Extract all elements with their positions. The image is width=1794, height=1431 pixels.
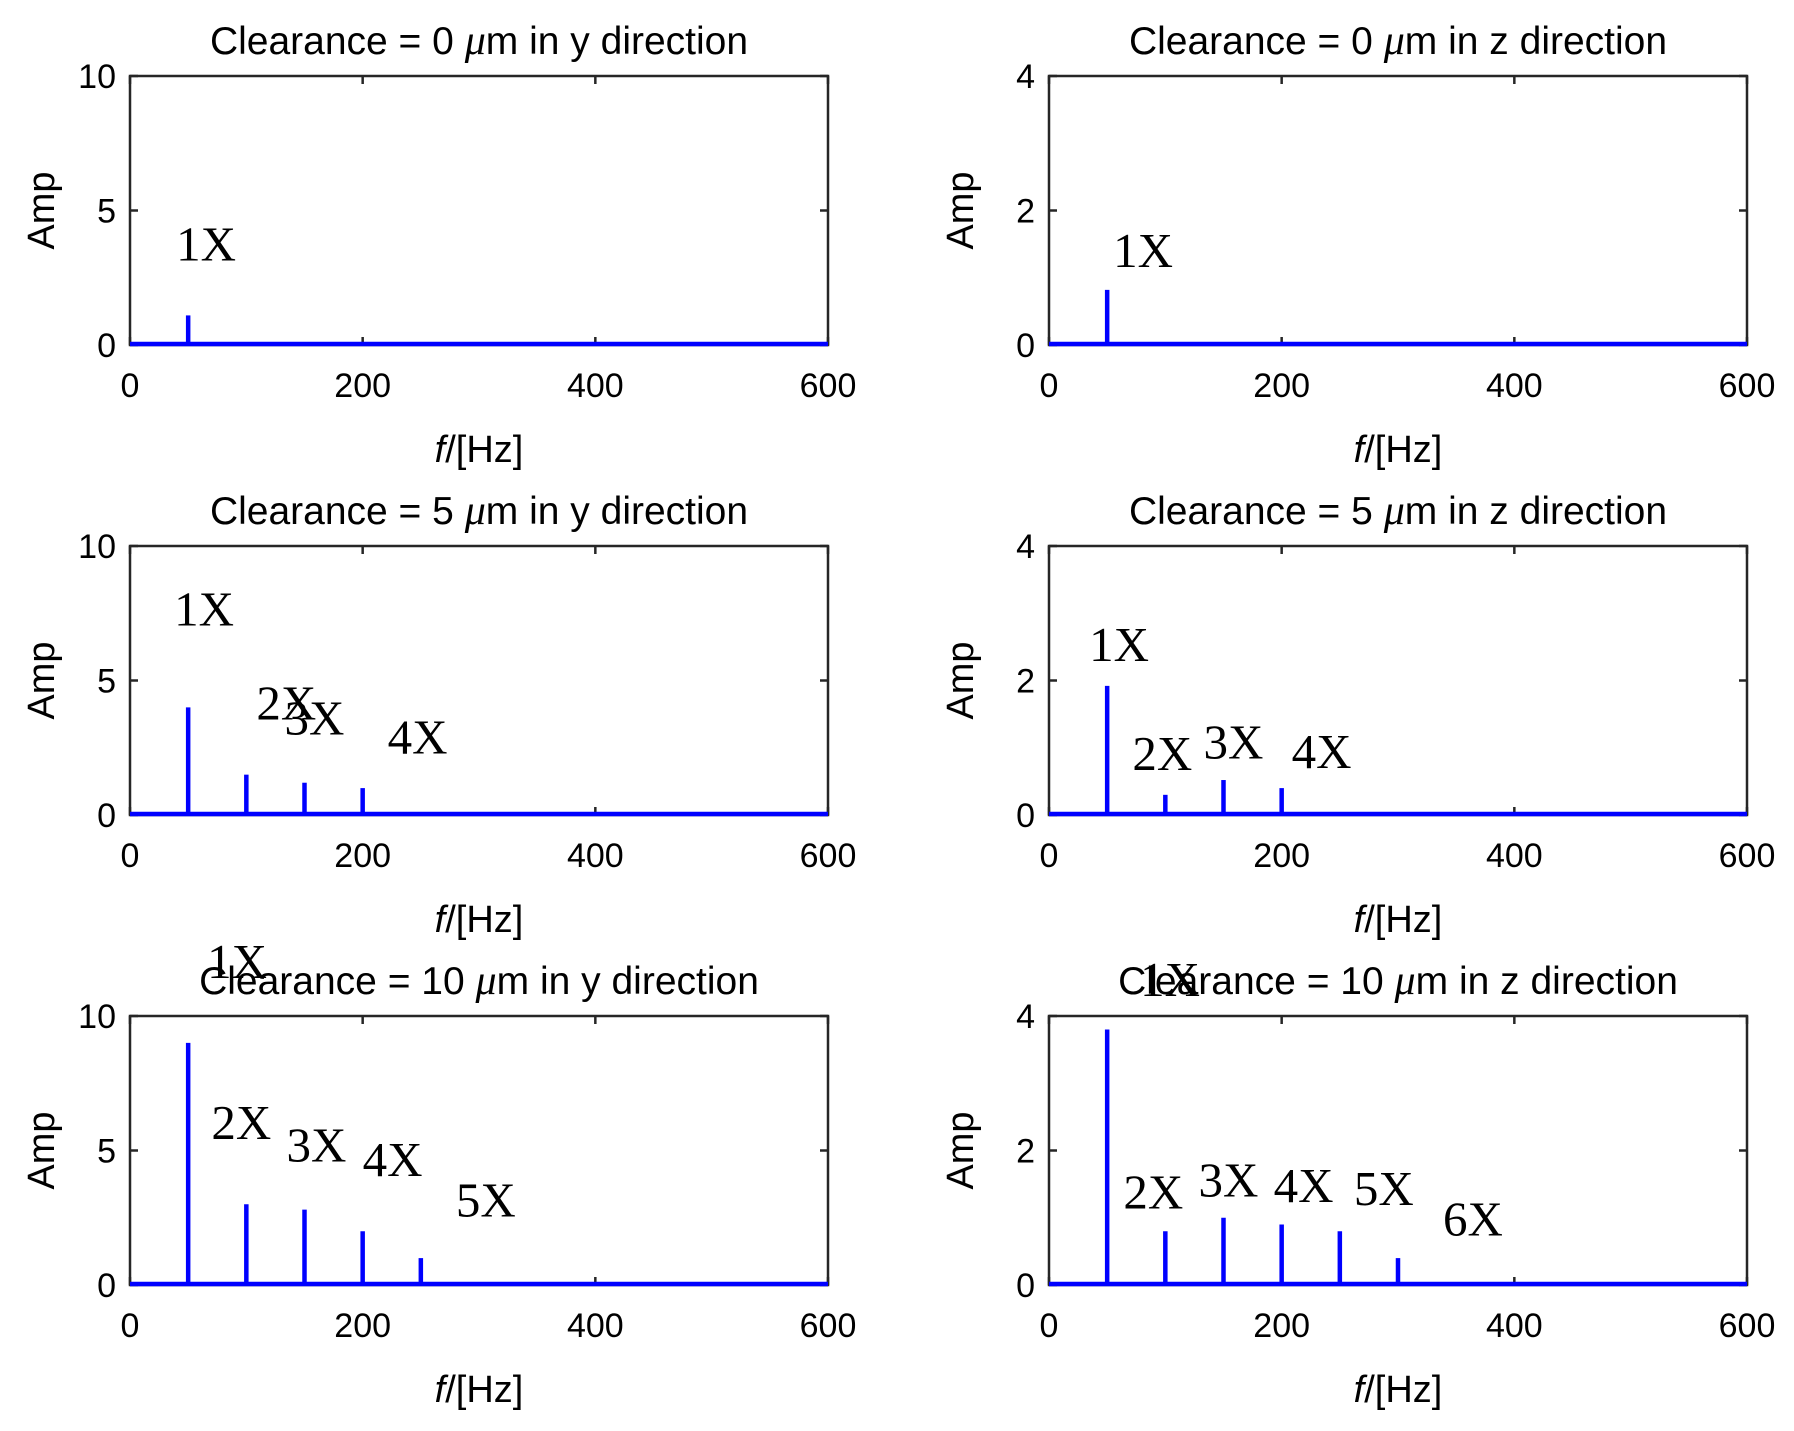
panel-6: 0 200 400 600 0 2 4 1X 2X 3X 4X 5X 6X Clearance = 10 … (940, 952, 1775, 1411)
x-tick-label: 0 (121, 367, 140, 405)
x-axis-label: f/[Hz] (1354, 1369, 1443, 1411)
x-axis-label: f/[Hz] (435, 899, 524, 941)
harmonic-label: 4X (363, 1132, 423, 1187)
harmonic-label: 4X (1292, 724, 1352, 779)
harmonic-label: 2X (1123, 1164, 1183, 1219)
y-axis-label: Amp (940, 171, 982, 249)
x-tick-label: 0 (1040, 367, 1059, 405)
y-tick-label: 0 (97, 1267, 116, 1305)
y-tick-label: 2 (1016, 663, 1035, 701)
x-tick-label: 400 (1486, 1307, 1543, 1345)
harmonic-label: 3X (285, 690, 345, 745)
panel-1: 0 200 400 600 0 5 10 1X Clearance = 0 μm in y di… (21, 18, 856, 471)
y-tick-label: 2 (1016, 193, 1035, 231)
harmonic-label: 2X (211, 1095, 271, 1150)
y-tick-label: 0 (1016, 797, 1035, 835)
y-tick-label: 5 (97, 1133, 116, 1171)
harmonic-label: 4X (1274, 1158, 1334, 1213)
y-tick-label: 4 (1016, 998, 1035, 1036)
harmonic-label: 3X (1199, 1152, 1259, 1207)
panel-title: Clearance = 5 μm in z direction (1129, 488, 1667, 534)
x-axis-label: f/[Hz] (435, 429, 524, 471)
y-tick-label: 0 (1016, 1267, 1035, 1305)
y-tick-label: 10 (78, 58, 116, 96)
x-tick-label: 200 (1253, 837, 1310, 875)
harmonic-label: 1X (207, 934, 267, 989)
plot-frame (1047, 74, 1749, 347)
x-tick-label: 200 (334, 367, 391, 405)
x-tick-label: 600 (1719, 1307, 1776, 1345)
x-tick-label: 600 (800, 367, 857, 405)
harmonic-label: 3X (1204, 715, 1264, 770)
x-tick-label: 400 (567, 1307, 624, 1345)
y-axis-label: Amp (21, 641, 63, 719)
harmonic-label: 6X (1443, 1191, 1503, 1246)
panel-title: Clearance = 5 μm in y direction (210, 488, 748, 534)
panel-title: Clearance = 0 μm in y direction (210, 18, 748, 64)
y-tick-label: 4 (1016, 528, 1035, 566)
y-axis-label: Amp (21, 1111, 63, 1189)
harmonic-label: 1X (1113, 223, 1173, 278)
plot-frame (128, 74, 830, 347)
panel-2: 0 200 400 600 0 2 4 1X Clearance = 0 μm in z dir… (940, 18, 1775, 471)
plot-frame (128, 1014, 830, 1287)
harmonic-label: 5X (1354, 1161, 1414, 1216)
x-tick-label: 200 (1253, 1307, 1310, 1345)
y-tick-label: 10 (78, 528, 116, 566)
y-tick-label: 2 (1016, 1133, 1035, 1171)
y-tick-label: 5 (97, 663, 116, 701)
y-tick-label: 4 (1016, 58, 1035, 96)
harmonic-label: 2X (1132, 726, 1192, 781)
x-tick-label: 400 (567, 367, 624, 405)
x-tick-label: 600 (800, 1307, 857, 1345)
y-axis-label: Amp (940, 641, 982, 719)
harmonic-label: 1X (176, 216, 236, 271)
x-tick-label: 400 (1486, 367, 1543, 405)
harmonic-label: 1X (1089, 617, 1149, 672)
harmonic-label: 1X (174, 582, 234, 637)
x-tick-label: 0 (121, 1307, 140, 1345)
y-tick-label: 5 (97, 193, 116, 231)
x-tick-label: 0 (1040, 1307, 1059, 1345)
y-tick-label: 10 (78, 998, 116, 1036)
x-tick-label: 600 (1719, 367, 1776, 405)
panel-5: 0 200 400 600 0 5 10 1X 2X 3X 4X 5X Clearance = 10 μ… (21, 934, 856, 1411)
harmonic-label: 1X (1140, 952, 1200, 1007)
panel-title: Clearance = 10 μm in y direction (199, 958, 759, 1004)
x-tick-label: 200 (1253, 367, 1310, 405)
harmonic-label: 2X (256, 676, 316, 731)
x-tick-label: 400 (1486, 837, 1543, 875)
harmonic-label: 4X (388, 709, 448, 764)
y-tick-label: 0 (97, 327, 116, 365)
panel-title: Clearance = 0 μm in z direction (1129, 18, 1667, 64)
plot-frame (1047, 1014, 1749, 1287)
y-axis-label: Amp (21, 171, 63, 249)
x-tick-label: 600 (800, 837, 857, 875)
y-tick-label: 0 (1016, 327, 1035, 365)
x-tick-label: 0 (1040, 837, 1059, 875)
x-tick-label: 400 (567, 837, 624, 875)
y-axis-label: Amp (940, 1111, 982, 1189)
x-axis-label: f/[Hz] (435, 1369, 524, 1411)
harmonic-label: 3X (287, 1117, 347, 1172)
panel-title: Clearance = 10 μm in z direction (1118, 958, 1678, 1004)
x-tick-label: 200 (334, 1307, 391, 1345)
x-tick-label: 600 (1719, 837, 1776, 875)
plot-frame (128, 544, 830, 817)
x-tick-label: 200 (334, 837, 391, 875)
y-tick-label: 0 (97, 797, 116, 835)
x-tick-label: 0 (121, 837, 140, 875)
harmonic-label: 5X (456, 1173, 516, 1228)
x-axis-label: f/[Hz] (1354, 429, 1443, 471)
x-axis-label: f/[Hz] (1354, 899, 1443, 941)
